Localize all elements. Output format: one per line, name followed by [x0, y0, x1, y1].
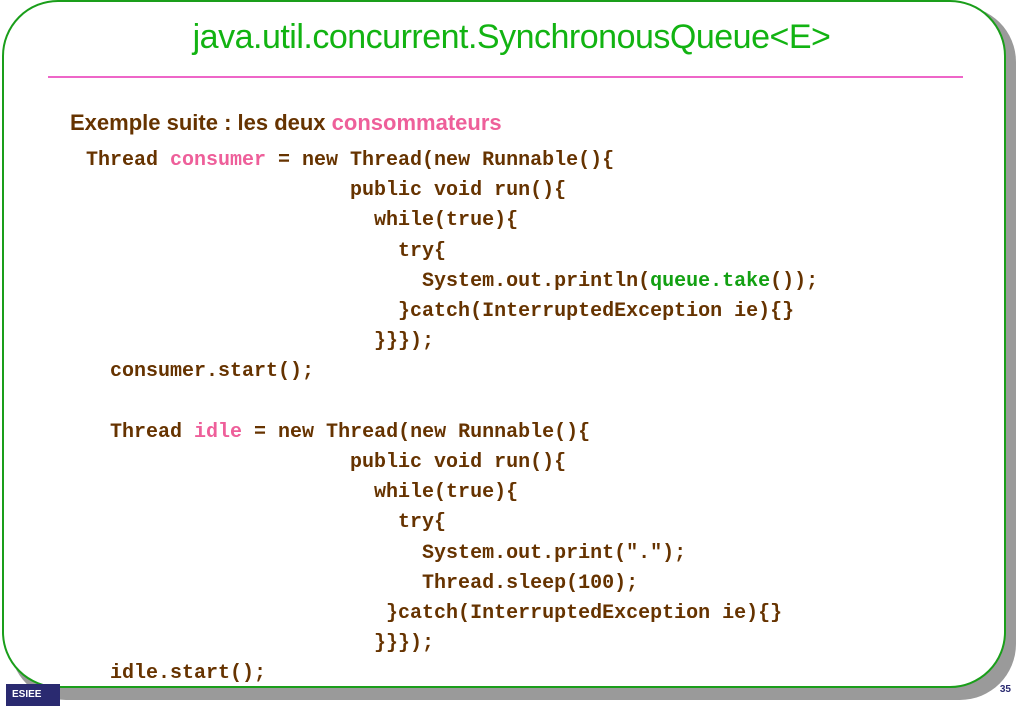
code-line-8: consumer.start();: [86, 360, 315, 384]
code-token: Thread: [86, 149, 171, 172]
code-line-10: Thread idle = new Thread(new Runnable(){: [86, 421, 590, 444]
code-line-11: public void run(){: [86, 451, 567, 475]
code-line-12: while(true){: [86, 481, 519, 505]
code-line-2: public void run(){: [86, 179, 567, 203]
code-token: = new Thread(new Runnable(){: [266, 149, 615, 172]
code-line-6: }catch(InterruptedException ie){}: [86, 300, 795, 324]
subtitle-prefix: Exemple suite : les deux: [70, 110, 332, 135]
slide-frame: [2, 0, 1006, 688]
page-number: 35: [999, 684, 1011, 695]
code-line-14: System.out.print(".");: [86, 541, 687, 565]
footer-logo: ESIEE: [6, 684, 60, 706]
code-token: ());: [770, 269, 819, 293]
code-line-3: while(true){: [86, 209, 519, 233]
code-line-15: Thread.sleep(100);: [86, 571, 639, 595]
slide-title: java.util.concurrent.SynchronousQueue<E>: [192, 18, 831, 56]
code-block: Thread consumer = new Thread(new Runnabl…: [86, 146, 818, 690]
code-token-queue-take: queue.take: [650, 269, 771, 293]
code-line-16: }catch(InterruptedException ie){}: [86, 602, 783, 626]
code-line-1: Thread consumer = new Thread(new Runnabl…: [86, 149, 614, 172]
code-token: = new Thread(new Runnable(){: [242, 420, 591, 444]
code-line-7: }}});: [86, 330, 435, 354]
code-line-4: try{: [86, 239, 447, 263]
code-line-13: try{: [86, 511, 447, 535]
code-token-consumer: consumer: [170, 149, 267, 172]
code-token-idle: idle: [194, 420, 243, 444]
code-token: Thread: [86, 420, 195, 444]
code-line-5: System.out.println(queue.take());: [86, 270, 818, 293]
code-token: System.out.println(: [86, 269, 651, 293]
title-divider: [48, 76, 963, 78]
code-line-18: idle.start();: [86, 662, 267, 686]
code-line-17: }}});: [86, 632, 435, 656]
slide-subtitle: Exemple suite : les deux consommateurs: [70, 110, 502, 136]
subtitle-highlight: consommateurs: [331, 110, 502, 135]
